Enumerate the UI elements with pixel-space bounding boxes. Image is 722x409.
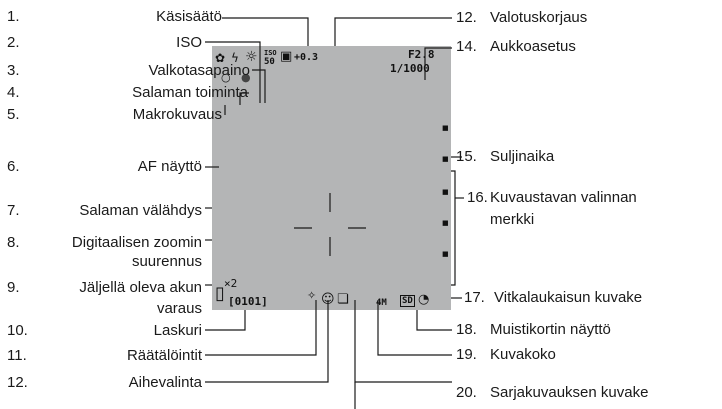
iso-value: 50 — [264, 57, 275, 67]
battery-icon: ▯ — [215, 283, 225, 304]
label-battery-2: varaus — [156, 300, 202, 317]
mode-marker-1: ■ — [442, 124, 449, 132]
label-aperture: Aukkoasetus — [490, 38, 576, 55]
white-balance-sun-icon: ☼ — [245, 49, 258, 65]
label-mode-marker: Kuvaustavan valinnan — [490, 189, 637, 206]
label-memory-card: Muistikortin näyttö — [490, 321, 611, 338]
label-number: 14. — [456, 38, 477, 55]
label-white-balance: Valkotasapaino — [148, 62, 250, 79]
label-number: 5. — [7, 106, 20, 123]
flash-icon: ϟ — [231, 51, 239, 65]
frame-counter: [0101] — [228, 295, 268, 308]
iso-label: ISO — [264, 49, 277, 57]
label-number: 9. — [7, 279, 20, 296]
label-number: 18. — [456, 321, 477, 338]
label-number: 15. — [456, 148, 477, 165]
mode-marker-5: ■ — [442, 250, 449, 258]
mode-marker-4: ■ — [442, 219, 449, 227]
self-timer-icon: ◔ — [418, 292, 430, 307]
label-number: 2. — [7, 34, 20, 51]
aperture-value: F2.8 — [408, 48, 435, 61]
label-image-size: Kuvakoko — [490, 346, 556, 363]
label-digital-zoom-2: suurennus — [131, 253, 202, 270]
label-flash-mode: Salaman toiminta — [132, 84, 248, 101]
label-number: 7. — [7, 202, 20, 219]
label-number: 16. — [467, 189, 488, 206]
label-manual: Käsisäätö — [156, 8, 222, 25]
label-self-timer: Vitkalaukaisun kuvake — [494, 289, 643, 306]
label-exposure-comp: Valotuskorjaus — [490, 9, 588, 26]
af-indicator-icon: ○ — [221, 71, 231, 84]
label-battery: Jäljellä oleva akun — [79, 279, 202, 296]
label-continuous: Sarjakuvauksen kuvake — [490, 384, 649, 401]
label-number: 11. — [7, 347, 27, 364]
mode-marker-2: ■ — [442, 155, 449, 163]
continuous-drive-icon: ❏ — [337, 292, 349, 307]
label-customize: Räätälöintit — [126, 347, 202, 364]
label-number: 12. — [7, 374, 28, 391]
digital-zoom: ×2 — [224, 277, 238, 290]
flash-ready-icon: ● — [241, 71, 251, 84]
label-iso: ISO — [176, 34, 202, 51]
mode-marker-3: ■ — [442, 188, 449, 196]
lcd-screen: ✿ ϟ ☼ ISO 50 ▣ +0.3 F2.8 1/1000 ○ ● ×2 ▯… — [212, 46, 451, 310]
label-number: 3. — [7, 62, 20, 79]
label-flash-fire: Salaman välähdys — [79, 202, 202, 219]
label-digital-zoom: Digitaalisen zoomin — [71, 234, 202, 251]
label-number: 8. — [7, 234, 20, 251]
label-number: 17. — [464, 289, 485, 306]
memory-card: SD — [400, 295, 415, 307]
label-shutter: Suljinaika — [490, 148, 555, 165]
image-size: 4M — [376, 298, 387, 308]
label-number: 12. — [456, 9, 477, 26]
macro-icon: ✿ — [215, 51, 226, 65]
label-number: 19. — [456, 346, 477, 363]
label-af: AF näyttö — [137, 158, 202, 175]
label-macro: Makrokuvaus — [132, 106, 222, 123]
manual-mode-icon: ▣ — [280, 49, 293, 64]
shutter-speed: 1/1000 — [390, 62, 430, 75]
label-number: 1. — [7, 8, 20, 25]
label-counter: Laskuri — [153, 322, 202, 339]
label-mode-marker-2: merkki — [490, 211, 535, 228]
label-number: 6. — [7, 158, 20, 175]
label-number: 10. — [7, 322, 28, 339]
label-number: 4. — [7, 84, 20, 101]
custom-settings-icon: ✧ — [307, 289, 317, 302]
label-number: 20. — [456, 384, 477, 401]
scene-mode-icon: ☺ — [321, 292, 335, 307]
exposure-compensation: +0.3 — [294, 52, 319, 63]
label-scene: Aihevalinta — [128, 374, 202, 391]
